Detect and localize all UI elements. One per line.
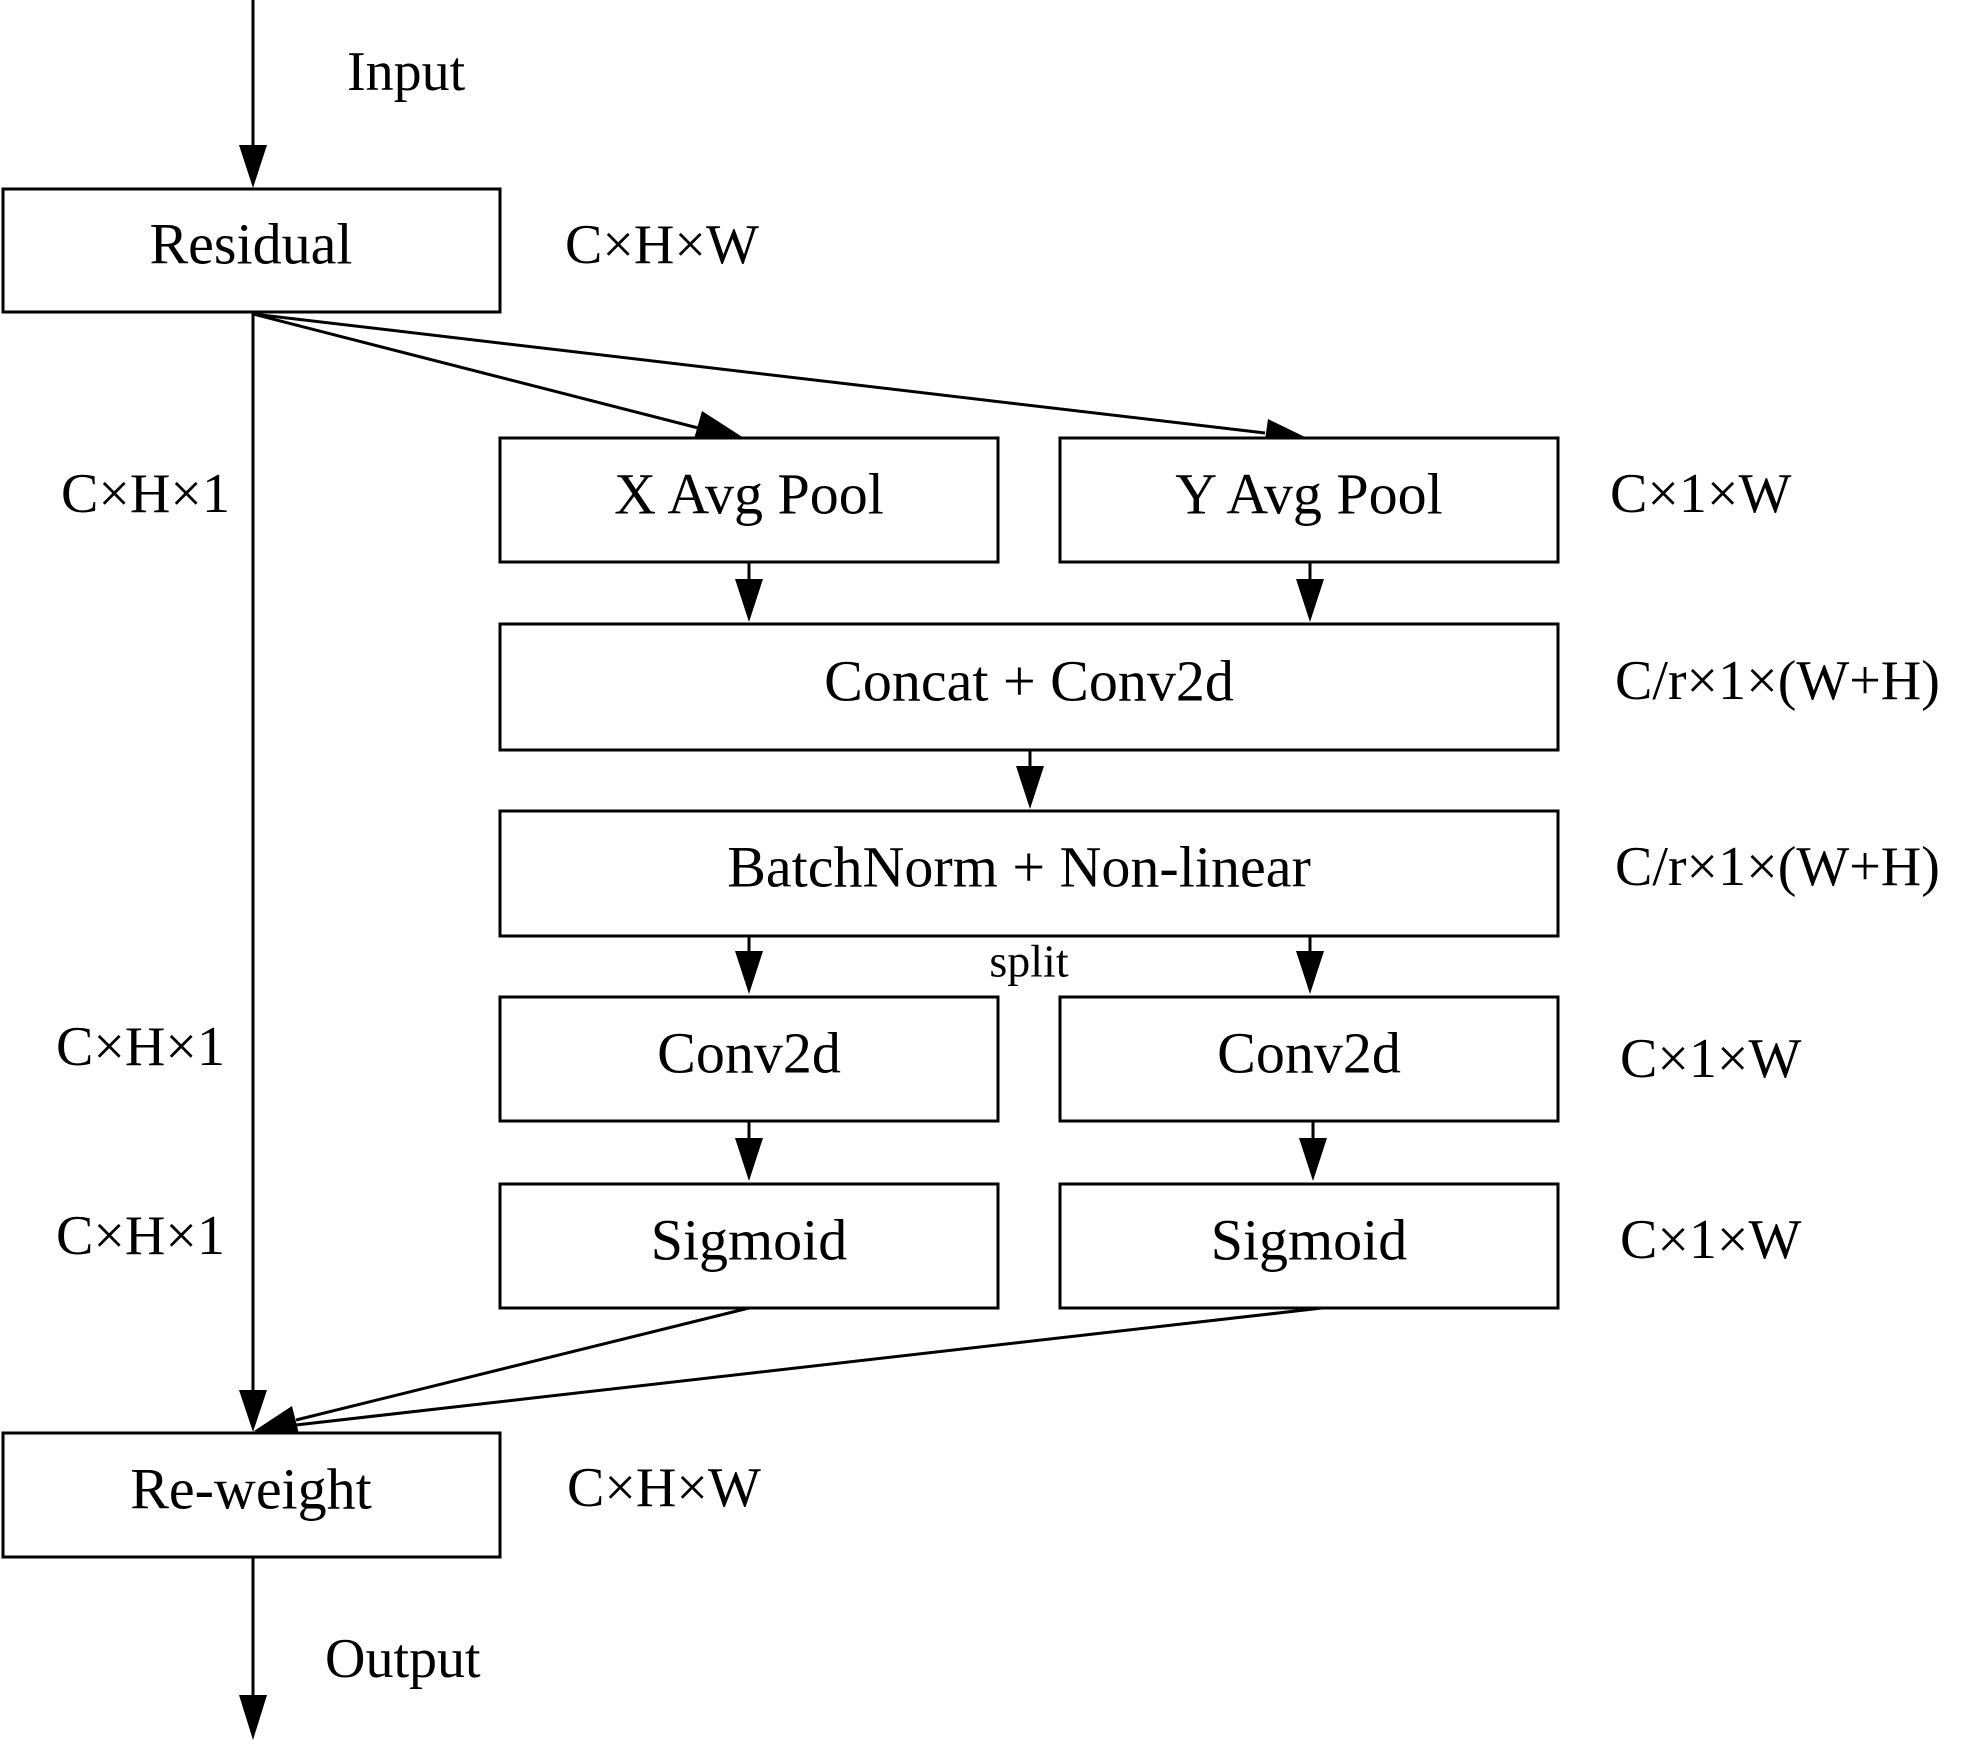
sigmoid-right-box-frame bbox=[1058, 1182, 1560, 1310]
sigmoid-right-box-label: Sigmoid bbox=[1211, 1207, 1408, 1272]
reweight-box-label: Re-weight bbox=[130, 1456, 372, 1521]
residual-box: Residual bbox=[1, 187, 502, 314]
sigmoid-right-box: Sigmoid bbox=[1058, 1182, 1560, 1310]
residual-box-label: Residual bbox=[150, 211, 353, 276]
split-left-head bbox=[735, 951, 763, 994]
dim-label-batchnorm: C/r×1×(W+H) bbox=[1615, 836, 1940, 898]
input-label: Input bbox=[347, 41, 466, 103]
split-label: split bbox=[989, 936, 1068, 987]
connectors bbox=[239, 0, 1327, 1740]
dim-label-concat: C/r×1×(W+H) bbox=[1615, 650, 1940, 712]
conv-left-box-frame bbox=[498, 995, 1000, 1123]
sigmoid-right-to-reweight-line bbox=[295, 1306, 1323, 1427]
sigmoid-left-box: Sigmoid bbox=[498, 1182, 1000, 1310]
residual-to-xpool-head bbox=[694, 411, 747, 440]
x-avg-pool-box-frame bbox=[498, 436, 1000, 564]
dim-label-pool-right: C×1×W bbox=[1610, 463, 1792, 525]
dim-label-pool-left: C×H×1 bbox=[61, 463, 230, 525]
dim-label-residual: C×H×W bbox=[565, 214, 759, 276]
conv-right-to-sigmoid-head bbox=[1299, 1138, 1327, 1181]
input-arrow-head bbox=[239, 145, 267, 188]
conv-left-to-sigmoid-head bbox=[735, 1138, 763, 1181]
concat-to-batchnorm-head bbox=[1016, 766, 1044, 809]
conv-right-box: Conv2d bbox=[1058, 995, 1560, 1123]
y-avg-pool-box-frame bbox=[1058, 436, 1560, 564]
identity-path-head bbox=[239, 1390, 267, 1432]
conv-left-box: Conv2d bbox=[498, 995, 1000, 1123]
residual-to-ypool-line bbox=[252, 312, 1266, 435]
sigmoid-left-box-frame bbox=[498, 1182, 1000, 1310]
ypool-to-concat-head bbox=[1296, 579, 1324, 622]
conv-right-box-label: Conv2d bbox=[1217, 1020, 1401, 1085]
dim-label-sigmoid-left: C×H×1 bbox=[56, 1205, 225, 1267]
batchnorm-box-label: BatchNorm + Non-linear bbox=[727, 834, 1311, 899]
y-avg-pool-box-label: Y Avg Pool bbox=[1175, 461, 1443, 526]
dim-label-sigmoid-right: C×1×W bbox=[1620, 1209, 1802, 1271]
sigmoid-left-to-reweight-line bbox=[295, 1306, 750, 1422]
concat-conv-box-label: Concat + Conv2d bbox=[824, 648, 1234, 713]
output-label: Output bbox=[325, 1628, 481, 1690]
reweight-box: Re-weight bbox=[1, 1431, 502, 1559]
concat-conv-box: Concat + Conv2d bbox=[498, 622, 1560, 752]
reweight-box-frame bbox=[1, 1431, 502, 1559]
residual-box-frame bbox=[1, 187, 502, 314]
batchnorm-box: BatchNorm + Non-linear bbox=[498, 809, 1560, 938]
residual-to-xpool-line bbox=[252, 312, 711, 433]
batchnorm-box-frame bbox=[498, 809, 1560, 938]
dim-label-reweight: C×H×W bbox=[567, 1457, 761, 1519]
sigmoid-left-box-label: Sigmoid bbox=[651, 1207, 848, 1272]
y-avg-pool-box: Y Avg Pool bbox=[1058, 436, 1560, 564]
concat-conv-box-frame bbox=[498, 622, 1560, 752]
dim-label-conv-right: C×1×W bbox=[1620, 1028, 1802, 1090]
split-right-head bbox=[1296, 951, 1324, 994]
conv-right-box-frame bbox=[1058, 995, 1560, 1123]
xpool-to-concat-head bbox=[735, 579, 763, 622]
x-avg-pool-box: X Avg Pool bbox=[498, 436, 1000, 564]
x-avg-pool-box-label: X Avg Pool bbox=[614, 461, 884, 526]
conv-left-box-label: Conv2d bbox=[657, 1020, 841, 1085]
dim-label-conv-left: C×H×1 bbox=[56, 1016, 225, 1078]
output-arrow-head bbox=[239, 1695, 267, 1740]
